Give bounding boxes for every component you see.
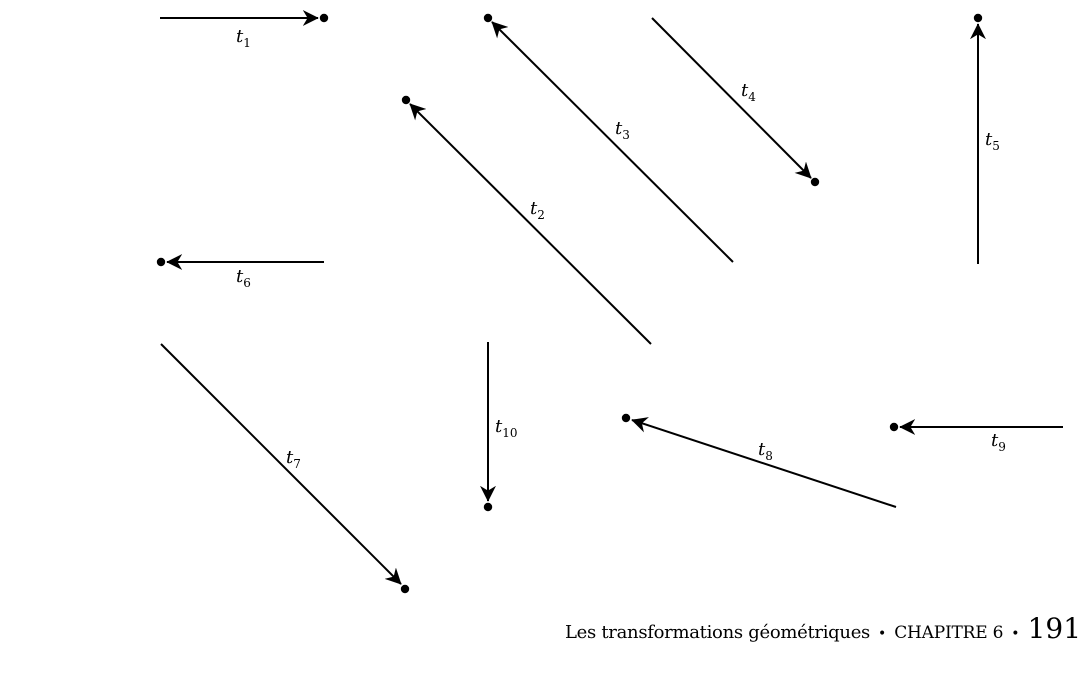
vector-label-t8: t8 xyxy=(758,439,773,463)
vector-t3: t3 xyxy=(483,13,734,263)
vector-t10: t10 xyxy=(480,342,518,512)
running-title: Les transformations géométriques xyxy=(565,622,870,643)
endpoint-dot xyxy=(156,257,166,267)
vector-label-t10: t10 xyxy=(495,416,518,440)
vector-label-t2: t2 xyxy=(530,198,545,222)
vector-t5: t5 xyxy=(970,13,1000,264)
vector-label-t1: t1 xyxy=(236,26,251,50)
endpoint-dot xyxy=(401,95,411,105)
vector-t6: t6 xyxy=(156,254,324,290)
endpoint-dot xyxy=(621,413,631,423)
endpoint-dot xyxy=(889,422,899,432)
vector-t7: t7 xyxy=(160,343,410,594)
vector-label-t5: t5 xyxy=(985,129,1000,153)
vector-label-t7: t7 xyxy=(286,447,301,471)
endpoint-dot xyxy=(483,502,493,512)
separator-bullet: • xyxy=(877,626,887,642)
vector-label-t3: t3 xyxy=(615,118,630,142)
endpoint-dot xyxy=(973,13,983,23)
separator-bullet: • xyxy=(1011,626,1020,642)
page-footer: Les transformations géométriques • CHAPI… xyxy=(565,612,1081,648)
endpoint-dot xyxy=(483,13,493,23)
vector-label-t4: t4 xyxy=(741,80,756,104)
vector-t1: t1 xyxy=(160,10,329,50)
chapter-label: CHAPITRE 6 xyxy=(894,623,1004,643)
vector-t9: t9 xyxy=(889,419,1063,454)
vector-t8: t8 xyxy=(621,413,897,508)
vector-t2: t2 xyxy=(401,95,652,345)
vector-label-t6: t6 xyxy=(236,266,251,290)
endpoint-dot xyxy=(400,584,410,594)
vector-t4: t4 xyxy=(651,17,820,187)
page-number: 191 xyxy=(1027,612,1081,645)
endpoint-dot xyxy=(319,13,329,23)
vector-label-t9: t9 xyxy=(991,430,1006,454)
endpoint-dot xyxy=(810,177,820,187)
